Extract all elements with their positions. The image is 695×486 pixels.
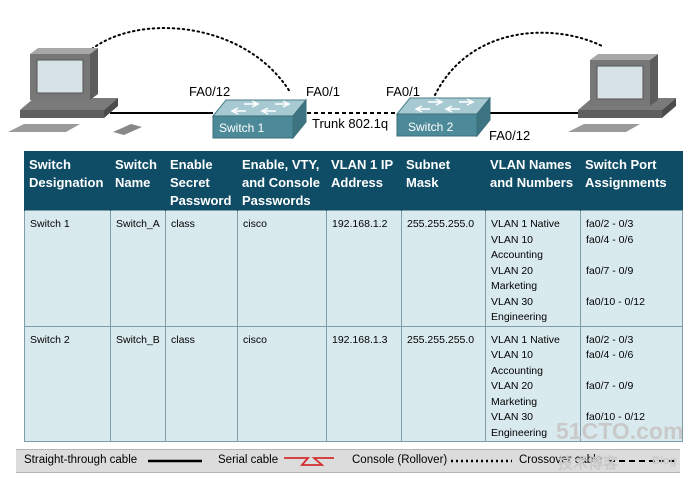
computer-left-icon [8, 48, 142, 135]
watermark-tag: 技术博客 [558, 455, 619, 472]
trunk-label: Trunk 802.1q [312, 116, 388, 131]
legend-console: Console (Rollover) [352, 454, 448, 466]
port-label-sw2-fa0-12: FA0/12 [489, 128, 530, 143]
legend-serial: Serial cable [218, 454, 279, 466]
cell-enable-secret: class [165, 210, 238, 327]
port-label-sw2-fa0-1: FA0/1 [386, 84, 420, 99]
legend-line-samples [148, 457, 676, 466]
serial-cable-line-icon [284, 457, 334, 466]
console-cable-right [434, 31, 605, 96]
cell-vlan1-ip: 192.168.1.2 [326, 210, 402, 327]
cell-enable-secret: class [165, 325, 238, 442]
cell-designation: Switch 1 [24, 210, 111, 327]
cell-passwords: cisco [237, 325, 327, 442]
cell-designation: Switch 2 [24, 325, 111, 442]
legend-straight-through: Straight-through cable [24, 454, 138, 466]
network-topology-diagram: Switch 1 Switch 2 FA0/12 FA0/1 FA0/1 FA0… [8, 27, 676, 143]
cell-passwords: cisco [237, 210, 327, 327]
cell-vlans: VLAN 1 Native VLAN 10 Accounting VLAN 20… [485, 325, 581, 442]
watermark-blog: Blog [652, 455, 677, 467]
cell-subnet-mask: 255.255.255.0 [401, 325, 486, 442]
switch-1-icon: Switch 1 [211, 98, 308, 140]
computer-right-icon [568, 54, 676, 132]
cell-ports: fa0/2 - 0/3 fa0/4 - 0/6 fa0/7 - 0/9 fa0/… [580, 210, 683, 327]
watermark-site: 51CTO.com [556, 418, 684, 444]
port-label-sw1-fa0-12: FA0/12 [189, 84, 230, 99]
cell-subnet-mask: 255.255.255.0 [401, 210, 486, 327]
cell-ports: fa0/2 - 0/3 fa0/4 - 0/6 fa0/7 - 0/9 fa0/… [580, 325, 683, 442]
cell-vlans: VLAN 1 Native VLAN 10 Accounting VLAN 20… [485, 210, 581, 327]
table-row: Switch 1 Switch_A class cisco 192.168.1.… [24, 210, 683, 327]
cell-name: Switch_B [110, 325, 166, 442]
cell-vlan1-ip: 192.168.1.3 [326, 325, 402, 442]
cell-name: Switch_A [110, 210, 166, 327]
legend-crossover: Crossover cable [519, 454, 603, 466]
port-label-sw1-fa0-1: FA0/1 [306, 84, 340, 99]
switch-1-label: Switch 1 [219, 121, 265, 135]
switch-2-icon: Switch 2 [395, 96, 492, 138]
table-row: Switch 2 Switch_B class cisco 192.168.1.… [24, 325, 683, 442]
switch-2-label: Switch 2 [408, 120, 454, 134]
console-cable-left [87, 27, 291, 93]
cable-legend: Straight-through cable Serial cable Cons… [16, 449, 680, 473]
